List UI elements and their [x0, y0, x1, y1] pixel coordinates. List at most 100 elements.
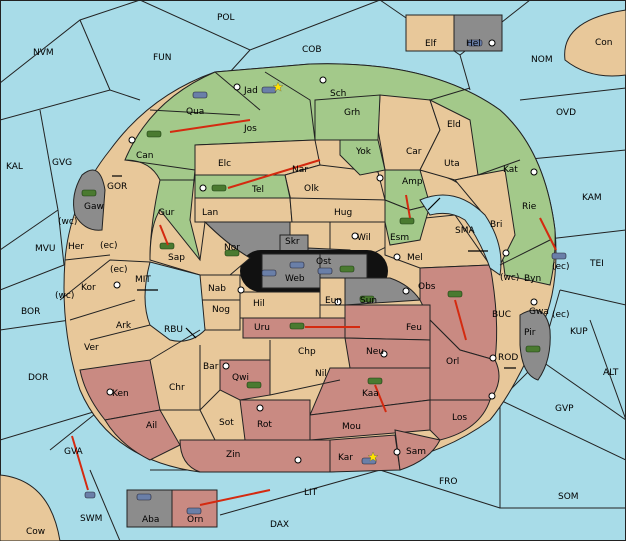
label-sma: SMA [455, 226, 475, 236]
label-rie: Rie [522, 202, 537, 212]
lane-arrows [112, 175, 516, 369]
region-tel[interactable] [194, 174, 291, 199]
label-sam: Sam [406, 447, 426, 457]
region-sap[interactable] [149, 209, 251, 276]
region-sma[interactable] [419, 194, 502, 276]
label-los: Los [452, 413, 467, 423]
region-aba[interactable] [126, 489, 173, 528]
label-kar: Kar [338, 453, 353, 463]
label-tei: TEI [589, 259, 604, 269]
label-bar: Bar [203, 362, 219, 372]
label-lit: LIT [304, 488, 318, 498]
label-fun: FUN [153, 53, 172, 63]
label-yok: Yok [355, 147, 372, 157]
label-olk: Olk [304, 184, 320, 194]
label-rbu: RBU [164, 325, 183, 335]
label-web: Web [285, 274, 305, 284]
label-lan: Lan [202, 208, 218, 218]
label-hel: Hel [466, 39, 481, 49]
label-buc: BUC [492, 310, 511, 320]
label-esm: Esm [390, 233, 409, 243]
label-kaa: Kaa [362, 389, 379, 399]
coast-ec: (ec) [552, 262, 570, 272]
region-labels: POL COB NVM FUN NOM Con Elf Hel OVD KAL … [6, 13, 619, 537]
label-cow: Cow [26, 527, 45, 537]
label-gor: GOR [107, 182, 127, 192]
region-con[interactable] [564, 9, 626, 77]
region-pir[interactable] [519, 309, 551, 381]
coast-labels: (wc) (ec) (ec) (wc) (ec) (wc) (ec) [55, 217, 570, 320]
label-orn: Orn [187, 515, 203, 525]
label-bor: BOR [21, 307, 40, 317]
label-byn: Byn [524, 274, 541, 284]
label-mit: MIT [135, 275, 151, 285]
label-uta: Uta [444, 159, 460, 169]
label-sch: Sch [330, 89, 346, 99]
label-wil: Wil [357, 233, 371, 243]
label-gur: Gur [158, 208, 175, 218]
label-mou: Mou [342, 422, 361, 432]
label-bri: Bri [490, 220, 502, 230]
region-mit[interactable] [144, 261, 206, 342]
label-zin: Zin [226, 450, 240, 460]
region-neu[interactable] [344, 337, 431, 369]
label-kam: KAM [582, 193, 602, 203]
label-qwi: Qwi [232, 373, 249, 383]
label-ovd: OVD [556, 108, 576, 118]
region-qwi[interactable] [219, 359, 271, 401]
label-jad: Jad [243, 86, 258, 96]
label-grh: Grh [344, 108, 360, 118]
label-car: Car [406, 147, 422, 157]
internal-borders [59, 71, 551, 441]
label-kup: KUP [570, 327, 588, 337]
region-ail[interactable] [104, 409, 181, 461]
label-kat: Kat [503, 165, 518, 175]
label-mel: Mel [407, 253, 423, 263]
label-chr: Chr [169, 383, 185, 393]
label-gvg: GVG [52, 158, 72, 168]
label-hug: Hug [334, 208, 352, 218]
coast-wc: (wc) [55, 291, 74, 301]
label-dax: DAX [270, 520, 289, 530]
label-cob: COB [302, 45, 322, 55]
label-ken: Ken [112, 389, 129, 399]
supply-centers [106, 39, 538, 464]
region-gaw[interactable] [73, 169, 106, 231]
label-gaw: Gaw [84, 202, 104, 212]
star-icon [272, 81, 284, 92]
label-nvm: NVM [33, 48, 54, 58]
label-sot: Sot [219, 418, 234, 428]
label-pol: POL [217, 13, 235, 23]
label-eun: Eun [325, 296, 342, 306]
label-rod: ROD [498, 353, 518, 363]
region-orn[interactable] [171, 489, 218, 528]
label-gwa: Gwa [529, 307, 549, 317]
label-gva: GVA [64, 447, 84, 457]
coast-ec: (ec) [100, 241, 118, 251]
region-sam[interactable] [394, 429, 441, 471]
coast-ec: (ec) [110, 265, 128, 275]
label-nom: NOM [531, 55, 553, 65]
star-icon [367, 451, 379, 462]
label-jos: Jos [243, 124, 257, 134]
label-skr: Skr [285, 237, 300, 247]
label-mvu: MVU [35, 244, 56, 254]
label-kor: Kor [81, 283, 96, 293]
region-rot[interactable] [239, 399, 311, 441]
label-elc: Elc [218, 159, 231, 169]
label-hil: Hil [253, 299, 265, 309]
label-alt: ALT [603, 368, 619, 378]
label-her: Her [68, 242, 84, 252]
region-zin[interactable] [179, 439, 331, 473]
order-arrows [71, 119, 557, 506]
label-can: Can [136, 151, 154, 161]
coast-wc: (wc) [500, 273, 519, 283]
label-aba: Aba [142, 515, 159, 525]
region-hil[interactable] [239, 291, 321, 319]
region-yok[interactable] [339, 139, 386, 176]
label-qua: Qua [186, 107, 204, 117]
label-ail: Ail [146, 421, 157, 431]
label-sun: Sun [360, 296, 377, 306]
label-swm: SWM [80, 514, 102, 524]
